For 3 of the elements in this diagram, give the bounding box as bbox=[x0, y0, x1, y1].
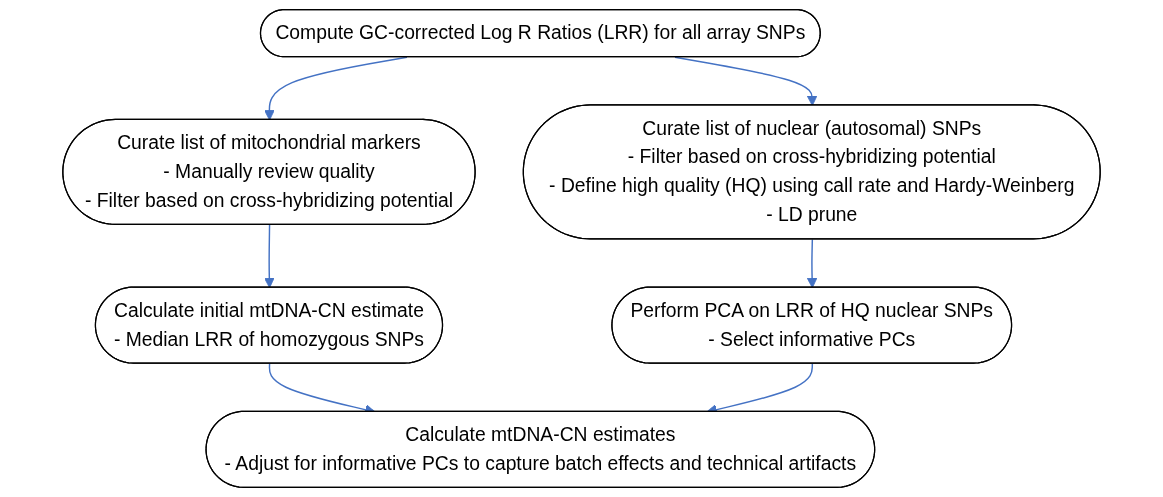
arrow bbox=[806, 238, 818, 289]
arrow bbox=[264, 56, 408, 121]
arrow bbox=[264, 224, 275, 289]
